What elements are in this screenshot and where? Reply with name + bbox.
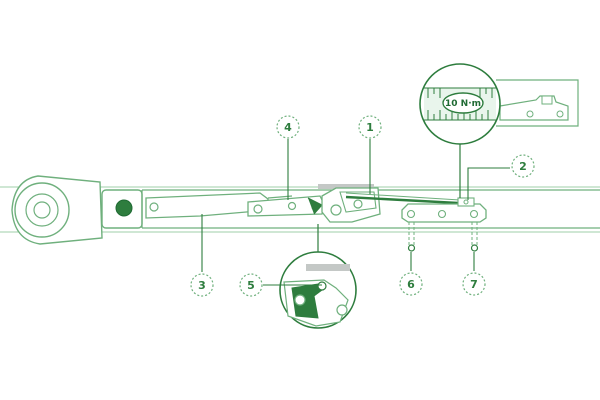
callout-7-label: 7: [470, 278, 478, 291]
callout-1: 1: [358, 115, 382, 139]
scale-label: 10 N·m: [445, 99, 481, 109]
leader-lines: [201, 139, 510, 286]
ratchet-head: [11, 175, 103, 245]
cam-mechanism: [321, 187, 461, 223]
callout-2-label: 2: [519, 160, 527, 173]
callout-5-label: 5: [247, 279, 255, 292]
callout-6: 6: [399, 272, 423, 296]
callout-4: 4: [276, 115, 300, 139]
callout-4-label: 4: [284, 121, 292, 134]
scale-tick-marks: [424, 87, 496, 121]
callout-2: 2: [511, 154, 535, 178]
dashed-screw-left: [407, 222, 416, 252]
callout-7: 7: [462, 272, 486, 296]
callout-1-label: 1: [366, 121, 374, 134]
internal-lever: [145, 192, 269, 219]
callout-6-label: 6: [407, 278, 415, 291]
callout-5: 5: [239, 273, 263, 297]
scale-value-oval: [442, 92, 484, 114]
adjustment-block: [401, 197, 487, 223]
detail-magnifier: [279, 224, 357, 329]
scale-magnifier: 10 N·m: [419, 63, 579, 198]
dashed-screw-right: [470, 222, 479, 252]
grey-reference-bar: [318, 184, 374, 189]
callout-3-label: 3: [198, 279, 206, 292]
callout-3: 3: [190, 273, 214, 297]
handle-body: [101, 189, 600, 229]
square-drive-knob: [115, 199, 133, 217]
